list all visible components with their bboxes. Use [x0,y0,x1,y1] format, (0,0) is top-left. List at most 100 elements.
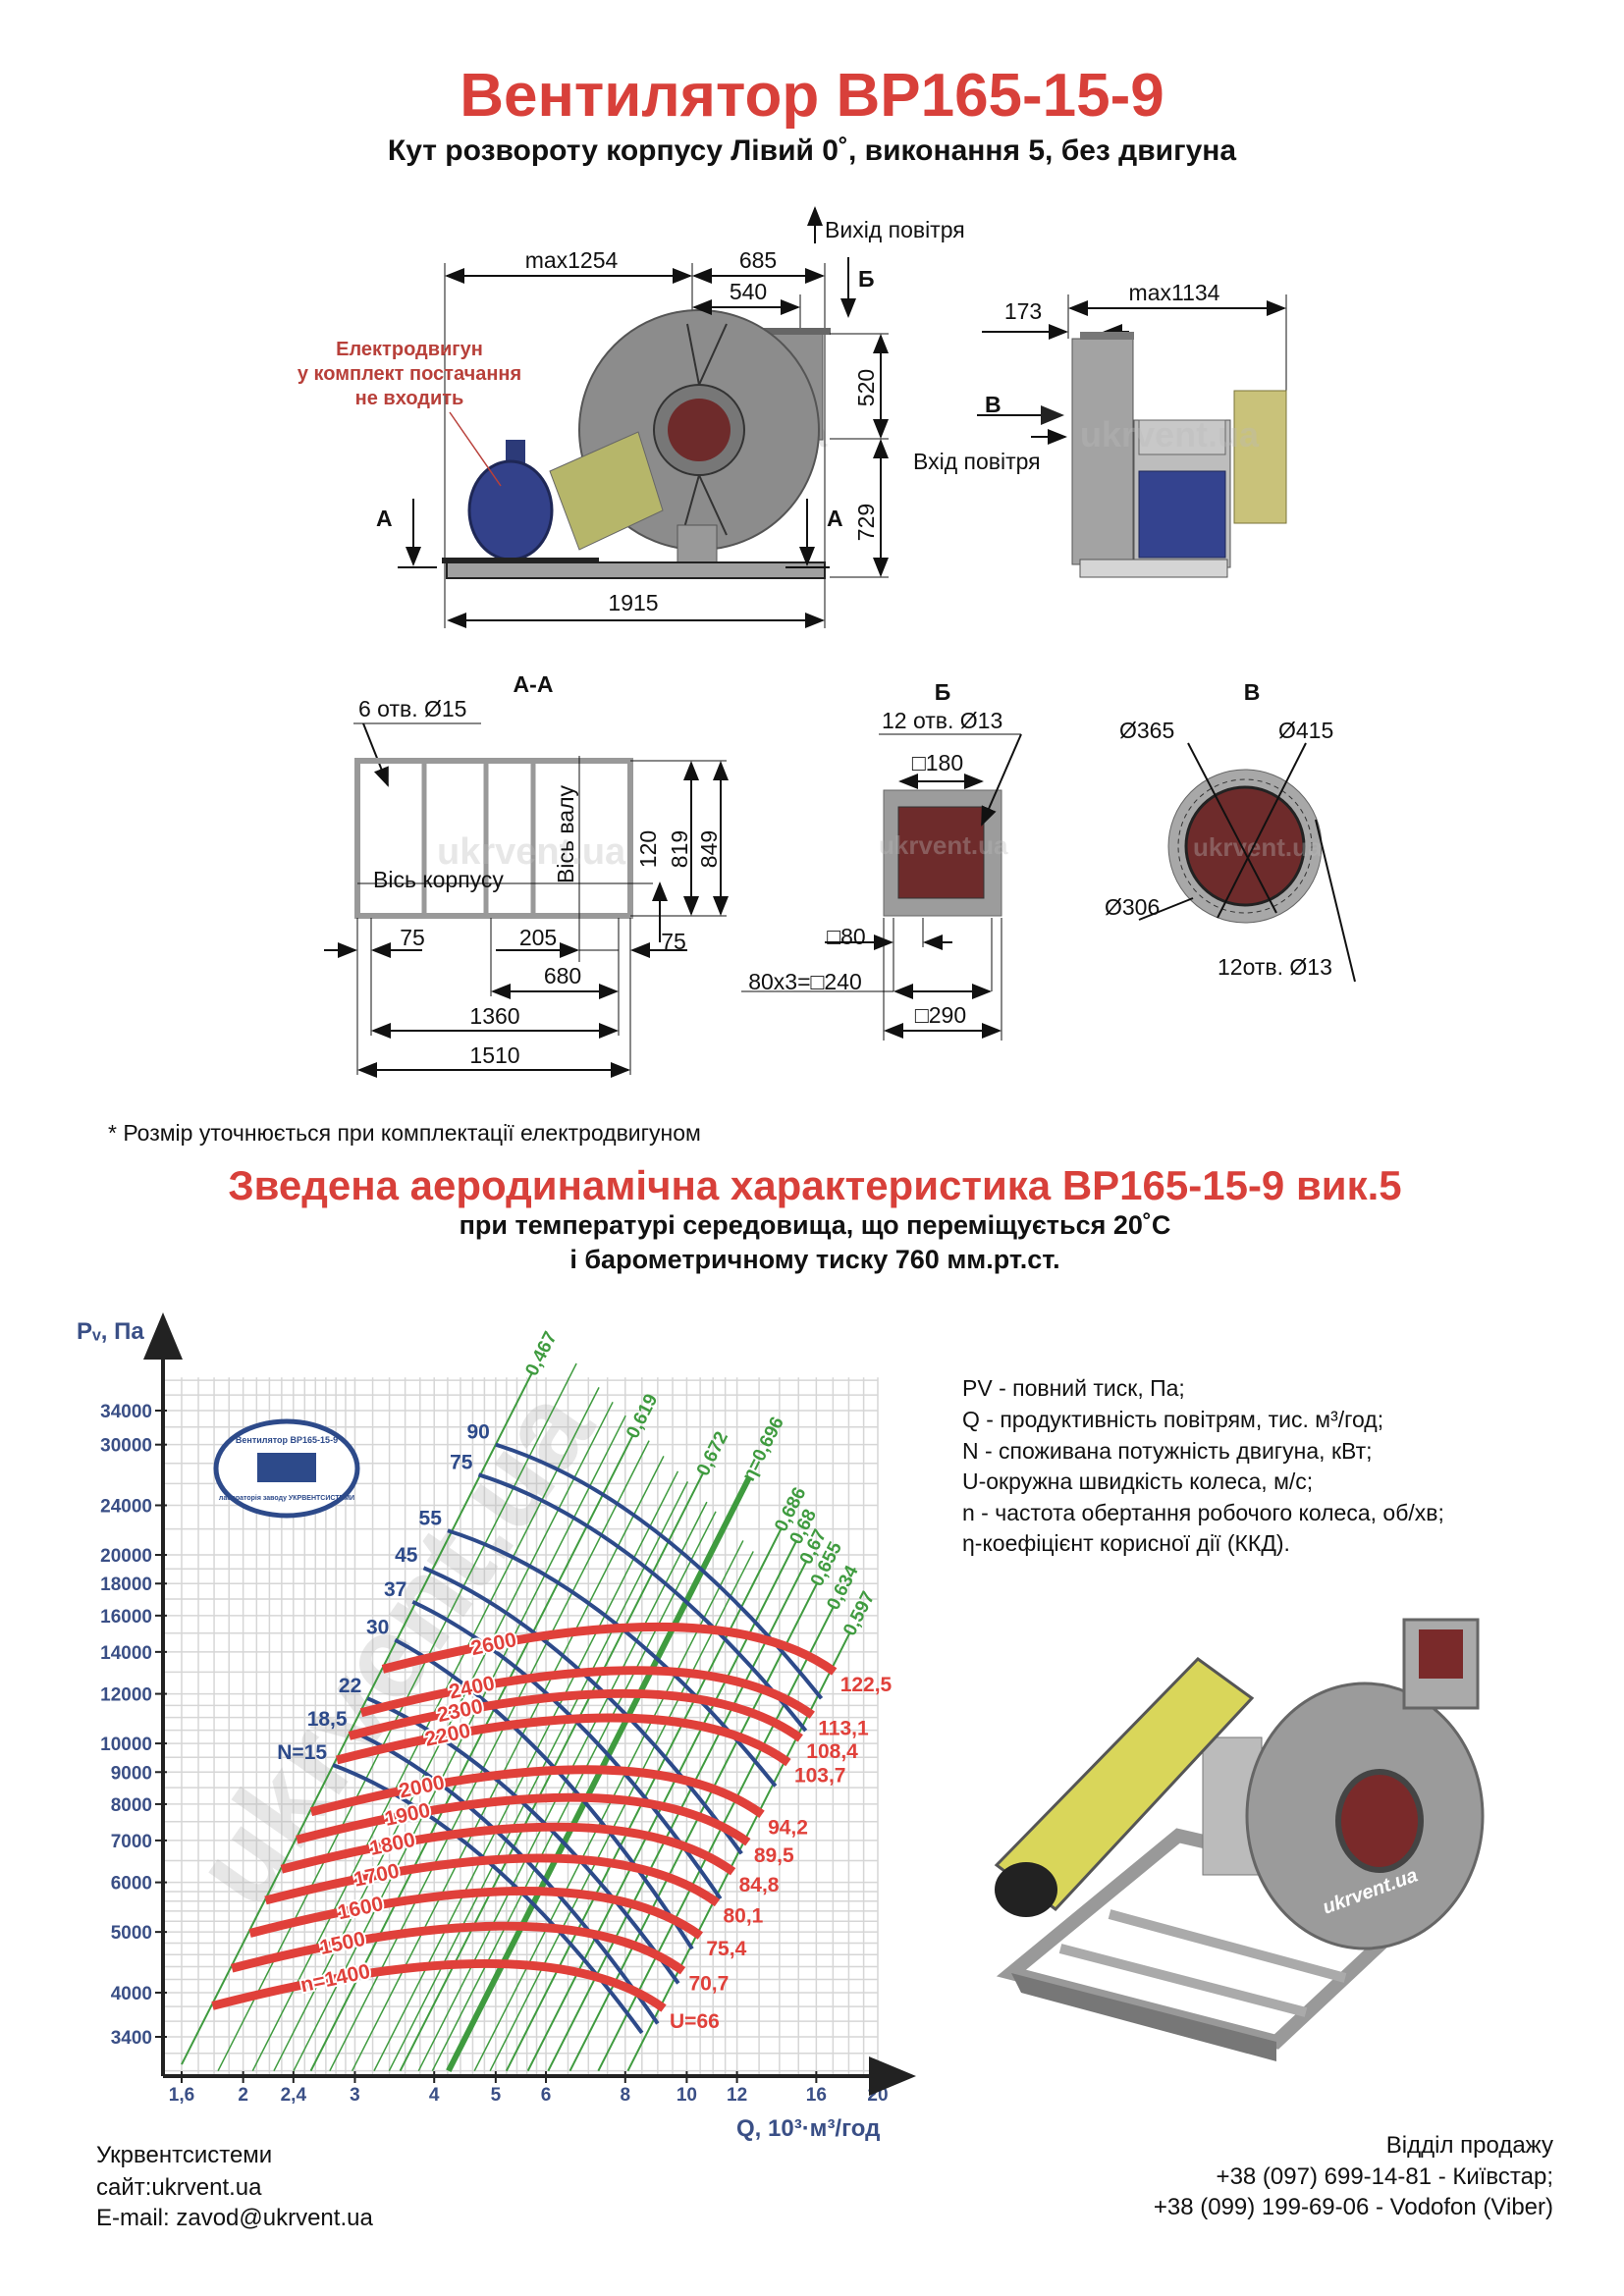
dim-75-right: 75 [661,929,686,954]
section-v-title: В [1244,679,1261,705]
section-aa-drawing: А-А 6 отв. Ø15 ukrvent.ua Вісь корпусу В… [324,671,729,1078]
dim-365: Ø365 [1119,718,1174,743]
x-tick-label: 10 [677,2085,697,2106]
section-aa-title: А-А [514,671,554,697]
u-label: 108,4 [806,1740,858,1763]
dim-205: 205 [519,925,557,950]
legend-item: η-коефіцієнт корисної дії (ККД). [962,1530,1290,1556]
page-title: Вентилятор ВР165-15-9 [460,62,1164,130]
speed-label: 1700 [352,1860,401,1892]
dim-180: □180 [912,750,963,775]
base-frame [446,561,826,579]
v-holes: 12отв. Ø13 [1218,954,1332,980]
y-tick-label: 30000 [100,1436,152,1457]
x-tick-label: 20 [867,2085,888,2106]
speed-curve [348,1688,803,1742]
x-tick-label: 5 [491,2085,502,2106]
dim-80: □80 [827,924,865,949]
legend-item: U-окружна швидкість колеса, м/с; [962,1468,1313,1494]
motor-note-line: не входить [355,388,464,409]
x-tick-label: 3 [350,2085,360,2106]
u-label: 75,4 [706,1938,746,1960]
dim-1915: 1915 [608,590,658,615]
y-tick-label: 14000 [100,1643,152,1664]
dim-max1134: max1134 [1129,280,1220,305]
front-view-drawing: max1134 173 ukrvent.ua В Вхід повітря [913,280,1287,578]
motor-note: Електродвигун у комплект постачання не в… [298,339,521,409]
u-label: 89,5 [754,1844,794,1867]
speed-curve [248,1886,704,1940]
fan-3d-illustration: ukrvent.ua [994,1618,1485,2061]
efficiency-label: η=0,696 [738,1414,788,1484]
dim-520: 520 [853,369,879,406]
air-outlet-label: Вихід повітря [825,217,965,242]
y-tick-label: 8000 [111,1795,152,1816]
dim-306: Ø306 [1105,894,1160,920]
x-tick-label: 12 [727,2085,747,2106]
dim-819: 819 [667,830,692,868]
dim-75-left: 75 [400,925,425,950]
section-b-drawing: Б 12 отв. Ø13 □180 ukrvent.ua □80 80х3=□… [741,679,1022,1041]
y-tick-label: 20000 [100,1546,152,1567]
x-tick-label: 6 [541,2085,552,2106]
x-axis-label: Q, 10³·м³/год [736,2115,880,2142]
speed-curve [359,1666,815,1719]
legend-item: Q - продуктивність повітрям, тис. м³/год… [962,1407,1383,1432]
logo-stamp: Вентилятор ВР165-15-9 лабораторія заводу… [213,1418,360,1519]
section-b-marker: Б [858,266,875,292]
y-tick-label: 18000 [100,1575,152,1595]
y-axis-label: Pᵥ, Па [77,1318,144,1345]
power-label: 30 [366,1617,389,1639]
power-curve [352,1730,660,2025]
u-label: 113,1 [818,1717,869,1739]
dim-240: 80х3=□240 [748,969,862,994]
efficiency-label: 0,467 [521,1328,561,1379]
legend-item: PV - повний тиск, Па; [962,1375,1185,1401]
speed-curve [309,1765,765,1818]
y-tick-label: 10000 [100,1735,152,1755]
section-a-marker-left: А [376,506,393,531]
power-label: 18,5 [307,1708,348,1731]
holes-note: 6 отв. Ø15 [358,696,466,721]
legend-item: n - частота обертання робочого колеса, о… [962,1500,1444,1525]
power-label: 22 [339,1675,361,1697]
motor-note-line: у комплект постачання [298,363,521,385]
shaft-axis-label: Вісь валу [553,785,578,883]
efficiency-label: 0,619 [623,1391,662,1442]
site-link[interactable]: сайт:ukrvent.ua [96,2174,262,2201]
speed-curve [211,1958,667,2012]
section-a-marker-right: А [827,506,843,531]
sales-title: Відділ продажу [1386,2132,1553,2159]
x-tick-label: 8 [620,2085,630,2106]
power-label: 90 [466,1421,489,1444]
y-tick-label: 3400 [111,2028,152,2049]
phone-kyivstar[interactable]: +38 (097) 699-14-81 - Київстар; [1217,2163,1553,2190]
belt-guard [549,431,664,551]
x-tick-label: 2,4 [281,2085,307,2106]
section-b-holes: 12 отв. Ø13 [882,708,1002,733]
dim-540: 540 [730,279,767,304]
motor-note-line: Електродвигун [336,339,483,360]
email-link[interactable]: E-mail: zavod@ukrvent.ua [96,2205,373,2231]
chart-grid [165,1377,879,2074]
dim-1510: 1510 [469,1042,519,1068]
efficiency-line [309,1435,634,2072]
speed-curve [296,1792,751,1846]
y-tick-label: 7000 [111,1832,152,1852]
power-label: 55 [419,1507,443,1529]
phone-vodafone[interactable]: +38 (099) 199-69-06 - Vodofon (Viber) [1154,2194,1553,2220]
logo-top-text: Вентилятор ВР165-15-9 [236,1435,338,1445]
footer: Укрвентсистеми сайт:ukrvent.ua E-mail: z… [96,2132,1553,2231]
power-label: 37 [384,1578,406,1601]
section-b-title: Б [935,679,951,705]
body-axis-label: Вісь корпусу [373,867,504,892]
dim-120: 120 [635,830,661,868]
efficiency-line [181,1372,533,2065]
u-label: U=66 [670,2010,720,2033]
speed-label: 1800 [367,1829,416,1860]
dim-173: 173 [1004,298,1042,324]
u-label: 84,8 [739,1874,780,1896]
air-inlet-label: Вхід повітря [913,449,1041,474]
